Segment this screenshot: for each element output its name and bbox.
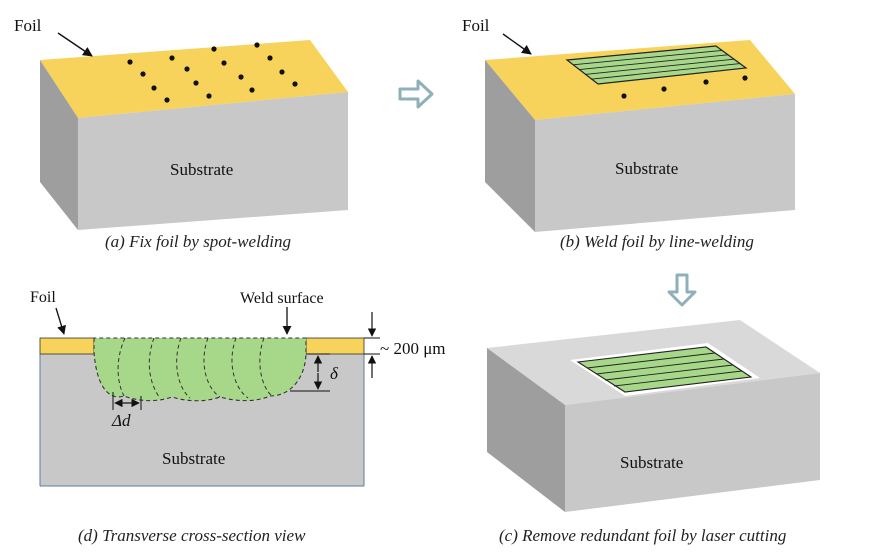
arrow-right-icon [398, 79, 434, 109]
caption-c: (c) Remove redundant foil by laser cutti… [499, 526, 786, 545]
pitch-symbol: Δd [111, 411, 131, 430]
substrate-side-a [40, 60, 78, 230]
foil-pointer-b [502, 33, 532, 55]
substrate-label-c: Substrate [620, 453, 683, 472]
foil-label-a: Foil [14, 16, 42, 35]
foil-pointer-a [57, 32, 93, 57]
weld-lines-c [586, 352, 743, 387]
foil-label-b: Foil [462, 16, 490, 35]
weld-overlaps-d [117, 337, 273, 399]
panel-a: Foil Substrate (a) Fix foil by spot-weld… [14, 16, 348, 251]
spot-welds-b [621, 75, 748, 99]
substrate-side-b [485, 60, 535, 232]
panel-d: Weld surface Foil ~ 200 μm δ Δd Substrat… [30, 289, 446, 545]
panel-b: Foil Substrate (b) Weld foil by line-wel… [462, 16, 795, 251]
foil-left-d [39, 337, 95, 355]
substrate-label-a: Substrate [170, 160, 233, 179]
substrate-front-c [565, 373, 820, 512]
panel-c: Substrate (c) Remove redundant foil by l… [487, 320, 820, 545]
substrate-label-d: Substrate [162, 449, 225, 468]
caption-d: (d) Transverse cross-section view [78, 526, 306, 545]
foil-pointer-d [55, 307, 66, 335]
weld-bead-d [93, 337, 307, 402]
substrate-front-b [535, 94, 795, 232]
substrate-label-b: Substrate [615, 159, 678, 178]
foil-label-d: Foil [30, 289, 56, 306]
substrate-side-c [487, 348, 565, 512]
caption-b: (b) Weld foil by line-welding [560, 232, 754, 251]
caption-a: (a) Fix foil by spot-welding [105, 232, 291, 251]
weld-surface-label: Weld surface [240, 290, 324, 307]
weld-area-b [565, 45, 748, 85]
thickness-label: ~ 200 μm [380, 339, 446, 358]
substrate-front-a [78, 92, 348, 230]
depth-symbol: δ [330, 364, 339, 383]
foil-right-d [305, 337, 365, 355]
weld-lines-b [572, 49, 741, 80]
weld-area-c [576, 346, 753, 393]
spot-welds-a [127, 42, 298, 103]
arrow-down-icon [667, 273, 697, 307]
